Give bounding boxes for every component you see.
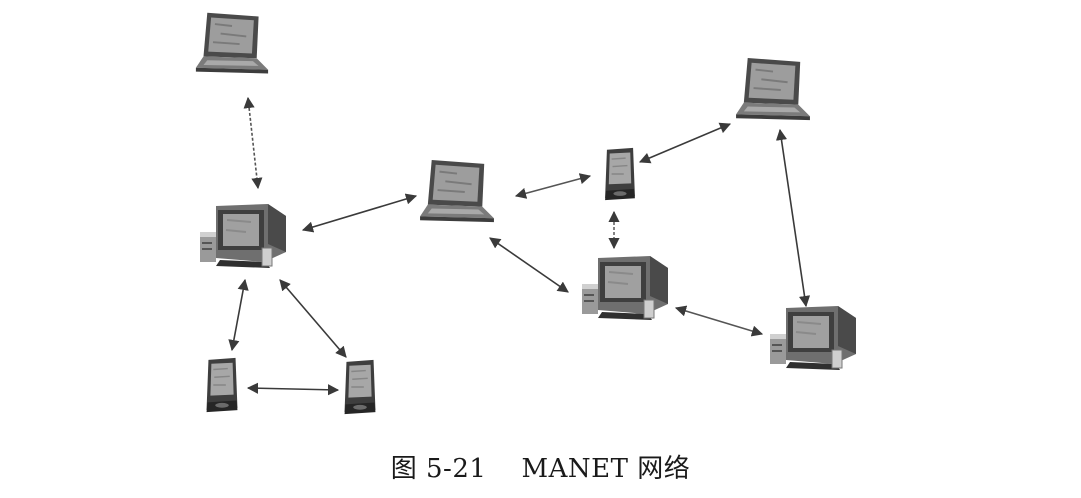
desktop-computer-icon [199,203,287,269]
laptop-icon [735,56,811,122]
laptop-icon [194,11,270,75]
link-desktop-left-laptop-center [301,193,418,233]
link-pda-bottom-left-pda-bottom-middle [246,382,340,396]
pda-icon [343,359,377,415]
link-laptop-top-right-desktop-right [775,128,811,308]
manet-network-diagram [194,11,857,415]
link-laptop-center-pda-top-center [514,173,592,199]
figure-caption: 图 5-21 MANET 网络 [390,454,691,484]
link-desktop-left-pda-bottom-middle [279,279,347,358]
links-layer [228,96,811,396]
link-pda-top-center-laptop-top-right [638,122,732,164]
desktop-computer-icon [581,255,669,321]
pda-icon [604,147,636,201]
link-desktop-center-desktop-right [674,305,764,337]
link-laptop-top-left-desktop-left [243,96,263,190]
desktop-computer-icon [769,305,857,371]
nodes-layer [194,11,857,415]
link-laptop-center-desktop-center [489,237,569,293]
pda-icon [205,357,239,413]
link-desktop-left-pda-bottom-left [228,278,249,352]
laptop-icon [419,158,495,224]
